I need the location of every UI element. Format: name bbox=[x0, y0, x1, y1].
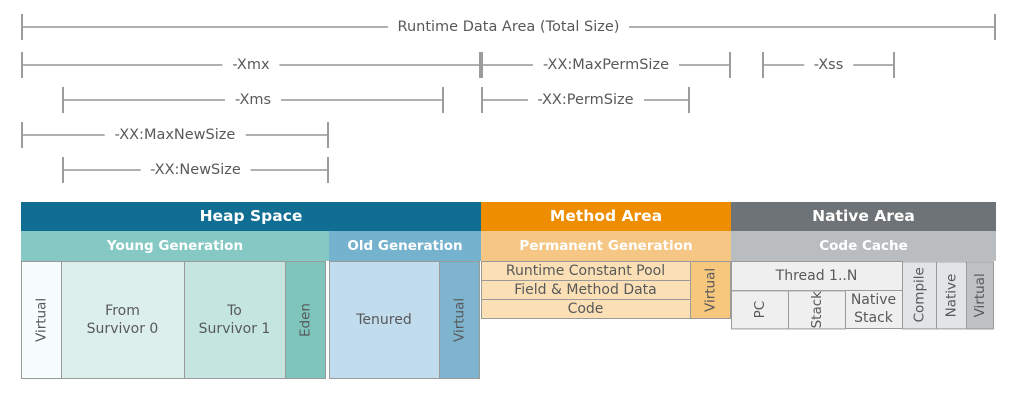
cell-native-virtual: Virtual bbox=[965, 260, 994, 329]
ruler-tick-left bbox=[62, 87, 64, 113]
native-area-title: Native Area bbox=[731, 202, 996, 231]
cell-compile: Compile bbox=[901, 260, 937, 329]
ruler-label: -XX:PermSize bbox=[527, 91, 644, 109]
ruler-tick-left bbox=[21, 52, 23, 78]
ruler-tick-left bbox=[21, 122, 23, 148]
area-heap-space: Heap Space Young Generation Virtual From… bbox=[20, 202, 481, 379]
ruler-bracket: -Xms bbox=[62, 87, 444, 113]
ruler-label: -XX:MaxPermSize bbox=[533, 56, 679, 74]
cell-code: Code bbox=[480, 298, 691, 319]
ruler-label: -Xms bbox=[224, 91, 282, 109]
permanent-generation-cells: Runtime Constant Pool Field & Method Dat… bbox=[480, 260, 731, 319]
cell-tenured: Tenured bbox=[328, 260, 440, 379]
ruler-bracket: Runtime Data Area (Total Size) bbox=[21, 14, 996, 40]
ruler-label: -XX:NewSize bbox=[140, 161, 251, 179]
cell-native: Native bbox=[935, 260, 967, 329]
young-generation-title: Young Generation bbox=[21, 231, 329, 261]
ruler-tick-right bbox=[442, 87, 444, 113]
ruler-tick-left bbox=[481, 87, 483, 113]
ruler-label: -XX:MaxNewSize bbox=[104, 126, 246, 144]
ruler-tick-right bbox=[994, 14, 996, 40]
perm-stacked-cells: Runtime Constant Pool Field & Method Dat… bbox=[480, 260, 691, 319]
method-area-body: Permanent Generation Runtime Constant Po… bbox=[480, 231, 731, 378]
cell-eden: Eden bbox=[284, 260, 326, 379]
ruler-bracket: -XX:MaxNewSize bbox=[21, 122, 329, 148]
ruler-bracket: -Xss bbox=[762, 52, 895, 78]
cell-perm-virtual: Virtual bbox=[689, 260, 731, 319]
gen-permanent: Permanent Generation Runtime Constant Po… bbox=[480, 231, 731, 319]
cell-thread-header: Thread 1..N bbox=[730, 260, 903, 291]
old-generation-cells: Tenured Virtual bbox=[328, 260, 481, 379]
ruler-bracket: -Xmx bbox=[21, 52, 481, 78]
area-method-area: Method Area Permanent Generation Runtime… bbox=[480, 202, 731, 378]
ruler-label: -Xmx bbox=[222, 56, 280, 74]
ruler-tick-left bbox=[762, 52, 764, 78]
ruler-tick-right bbox=[893, 52, 895, 78]
ruler-tick-right bbox=[479, 52, 481, 78]
gen-old: Old Generation Tenured Virtual bbox=[328, 231, 481, 379]
ruler-tick-left bbox=[21, 14, 23, 40]
area-native-area: Native Area Code Cache Thread 1..N PC St… bbox=[730, 202, 996, 378]
ruler-tick-right bbox=[688, 87, 690, 113]
cell-field-method-data: Field & Method Data bbox=[480, 279, 691, 300]
ruler-label: Runtime Data Area (Total Size) bbox=[387, 18, 630, 36]
ruler-bracket: -XX:PermSize bbox=[481, 87, 690, 113]
ruler-tick-right bbox=[327, 157, 329, 183]
cell-stack: Stack bbox=[787, 289, 846, 329]
permanent-generation-title: Permanent Generation bbox=[481, 231, 731, 261]
cell-heap-virtual: Virtual bbox=[20, 260, 62, 379]
ruler-tick-left bbox=[62, 157, 64, 183]
cell-old-virtual: Virtual bbox=[438, 260, 480, 379]
old-generation-title: Old Generation bbox=[329, 231, 481, 261]
ruler-bracket: -XX:MaxPermSize bbox=[481, 52, 731, 78]
heap-space-title: Heap Space bbox=[21, 202, 481, 231]
ruler-bracket: -XX:NewSize bbox=[62, 157, 329, 183]
code-cache-title: Code Cache bbox=[731, 231, 996, 261]
memory-block-diagram: Heap Space Young Generation Virtual From… bbox=[20, 202, 996, 379]
cell-pc: PC bbox=[730, 289, 789, 329]
cell-runtime-constant-pool: Runtime Constant Pool bbox=[480, 260, 691, 281]
ruler-label: -Xss bbox=[803, 56, 854, 74]
ruler-tick-right bbox=[729, 52, 731, 78]
ruler-tick-right bbox=[327, 122, 329, 148]
method-area-title: Method Area bbox=[481, 202, 731, 231]
ruler-tick-left bbox=[481, 52, 483, 78]
